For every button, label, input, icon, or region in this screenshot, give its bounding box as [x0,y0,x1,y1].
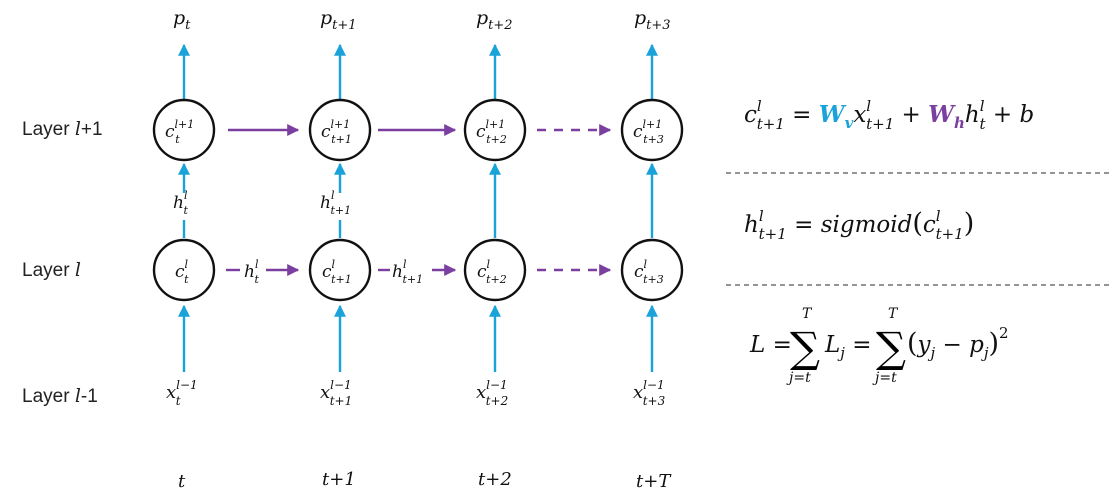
cell-upper-1 [152,98,216,162]
sum-upper-1: T [802,306,813,322]
cell-middle-2 [308,238,372,302]
cell-upper-4 [620,98,684,162]
loss-squared-error: (yj − pj)2 [907,324,1009,362]
middle-to-upper-arrows [178,162,658,238]
layer-label-lower: Layer l-1 [22,385,98,407]
output-p-t: pt [173,7,191,33]
sum-lower-1: j=t [786,370,811,386]
sum-symbol-1: ∑ [790,323,820,372]
sum-upper-2: T [888,306,899,322]
loss-term-lj: Lj = [824,332,872,362]
time-label-1: t [178,471,186,492]
cell-middle-4 [620,238,684,302]
output-p-t3: pt+3 [634,7,671,33]
input-arrows [178,304,658,372]
time-label-2: t+1 [322,469,356,490]
layer-label-middle: Layer l [22,259,81,281]
time-label-4: t+T [636,471,672,492]
cell-upper-3 [463,98,527,162]
loss-lhs: L = [749,332,792,358]
cell-middle-3 [463,238,527,302]
cell-middle-1 [152,238,216,302]
output-p-t1: pt+1 [320,7,357,33]
output-p-t2: pt+2 [476,7,513,33]
sum-symbol-2: ∑ [876,323,906,372]
output-arrows [178,43,658,100]
cell-upper-2 [308,98,372,162]
layer-label-upper: Layer l+1 [22,118,103,140]
output-labels: pt pt+1 pt+2 pt+3 [173,7,671,33]
time-labels: t t+1 t+2 t+T [178,469,672,492]
equation-loss: L = ∑ T j=t Lj = ∑ T j=t (yj − pj)2 [749,306,1009,386]
time-label-3: t+2 [478,469,512,490]
sum-lower-2: j=t [872,370,897,386]
